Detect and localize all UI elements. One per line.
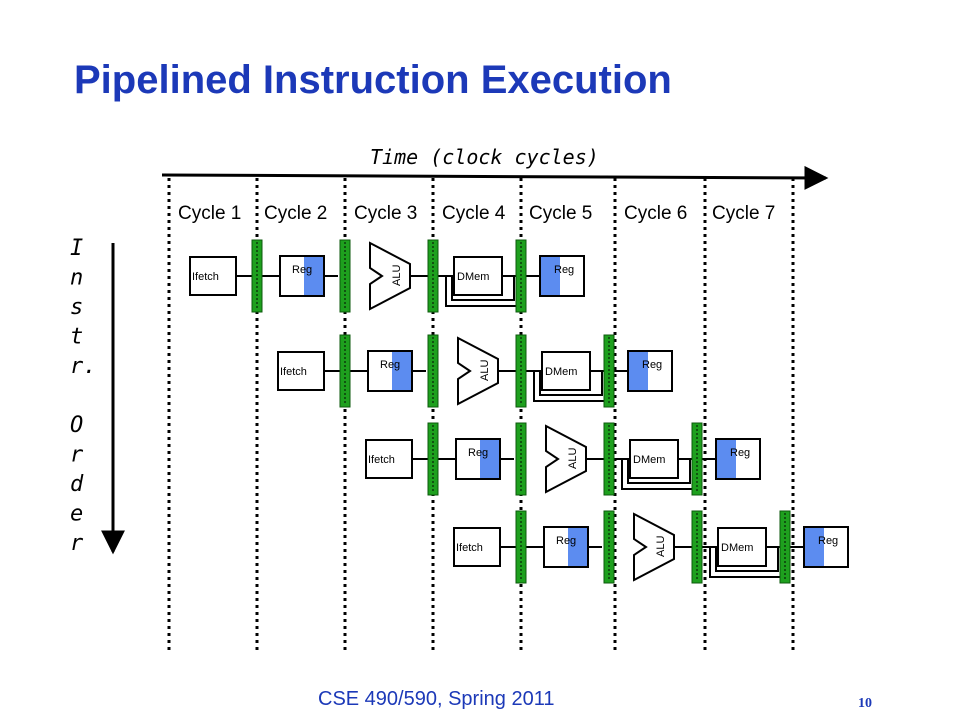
page-number: 10 xyxy=(858,696,872,711)
register-read-write-half xyxy=(805,528,824,566)
alu-label: ALU xyxy=(655,536,667,557)
register-read-write-half xyxy=(480,440,499,478)
dmem-label: DMem xyxy=(721,542,753,554)
register-read-write-half xyxy=(541,257,560,295)
dmem-label: DMem xyxy=(457,271,489,283)
instruction-order-char: r xyxy=(70,531,84,556)
reg-read-label: Reg xyxy=(468,447,488,459)
instruction-order-char: O xyxy=(70,413,83,438)
dmem-bypass-wire xyxy=(627,459,691,484)
reg-write-label: Reg xyxy=(554,264,574,276)
cycle-label: Cycle 1 xyxy=(178,203,241,224)
register-read-write-half xyxy=(717,440,736,478)
dmem-label: DMem xyxy=(633,454,665,466)
reg-read-box-outline xyxy=(543,526,589,568)
ifetch-box xyxy=(365,439,413,479)
register-read-write-half xyxy=(568,528,587,566)
reg-write-box-outline xyxy=(627,350,673,392)
cycle-label: Cycle 5 xyxy=(529,203,592,224)
reg-read-box-outline xyxy=(455,438,501,480)
time-axis-arrow xyxy=(161,165,829,190)
alu-shape xyxy=(633,512,675,582)
dmem-box xyxy=(629,439,679,479)
reg-write-box-outline xyxy=(803,526,849,568)
instruction-order-char: d xyxy=(70,472,84,497)
instruction-order-char: e xyxy=(70,502,83,527)
instruction-order-char: t xyxy=(70,325,83,350)
instruction-order-char: I xyxy=(70,236,83,261)
ifetch-box xyxy=(453,527,501,567)
reg-read-label: Reg xyxy=(556,535,576,547)
cycle-label: Cycle 3 xyxy=(354,203,417,224)
reg-write-label: Reg xyxy=(642,359,662,371)
reg-read-box-outline xyxy=(279,255,325,297)
cycle-label: Cycle 7 xyxy=(712,203,775,224)
reg-read-box-outline xyxy=(367,350,413,392)
instruction-row: Ifetch Reg ALU DMem Reg xyxy=(365,422,761,496)
instruction-order-char: r. xyxy=(70,354,97,379)
ifetch-label: Ifetch xyxy=(192,271,219,283)
alu-shape xyxy=(457,336,499,406)
cycle-label: Cycle 6 xyxy=(624,203,687,224)
instruction-row: Ifetch Reg ALU DMem Reg xyxy=(453,510,849,584)
reg-write-label: Reg xyxy=(730,447,750,459)
register-read-write-half xyxy=(304,257,323,295)
cycle-label: Cycle 4 xyxy=(442,203,506,224)
alu-shape xyxy=(545,424,587,494)
dmem-bypass-wire xyxy=(451,276,515,301)
dmem-box xyxy=(453,256,503,296)
instruction-order-char: s xyxy=(70,295,83,320)
instruction-order-char: n xyxy=(70,266,83,291)
instruction-row: Ifetch Reg ALU DMem Reg xyxy=(189,239,585,313)
register-read-write-half xyxy=(392,352,411,390)
cycle-label: Cycle 2 xyxy=(264,203,327,224)
reg-write-box-outline xyxy=(539,255,585,297)
reg-write-label: Reg xyxy=(818,535,838,547)
dmem-box xyxy=(541,351,591,391)
ifetch-box xyxy=(189,256,237,296)
ifetch-box xyxy=(277,351,325,391)
alu-shape xyxy=(369,241,411,311)
alu-label: ALU xyxy=(567,448,579,469)
instruction-order-char: r xyxy=(70,443,84,468)
dmem-box xyxy=(717,527,767,567)
reg-read-label: Reg xyxy=(292,264,312,276)
instruction-row: Ifetch Reg ALU DMem Reg xyxy=(277,334,673,408)
time-axis-label: Time (clock cycles) xyxy=(370,145,599,169)
slide-title: Pipelined Instruction Execution xyxy=(74,58,672,102)
ifetch-label: Ifetch xyxy=(456,542,483,554)
dmem-label: DMem xyxy=(545,366,577,378)
dmem-bypass-wire xyxy=(715,547,779,572)
alu-label: ALU xyxy=(479,360,491,381)
ifetch-label: Ifetch xyxy=(368,454,395,466)
dmem-bypass-wire xyxy=(539,371,603,396)
footer-course: CSE 490/590, Spring 2011 xyxy=(318,688,555,710)
register-read-write-half xyxy=(629,352,648,390)
ifetch-label: Ifetch xyxy=(280,366,307,378)
alu-label: ALU xyxy=(391,265,403,286)
reg-read-label: Reg xyxy=(380,359,400,371)
reg-write-box-outline xyxy=(715,438,761,480)
